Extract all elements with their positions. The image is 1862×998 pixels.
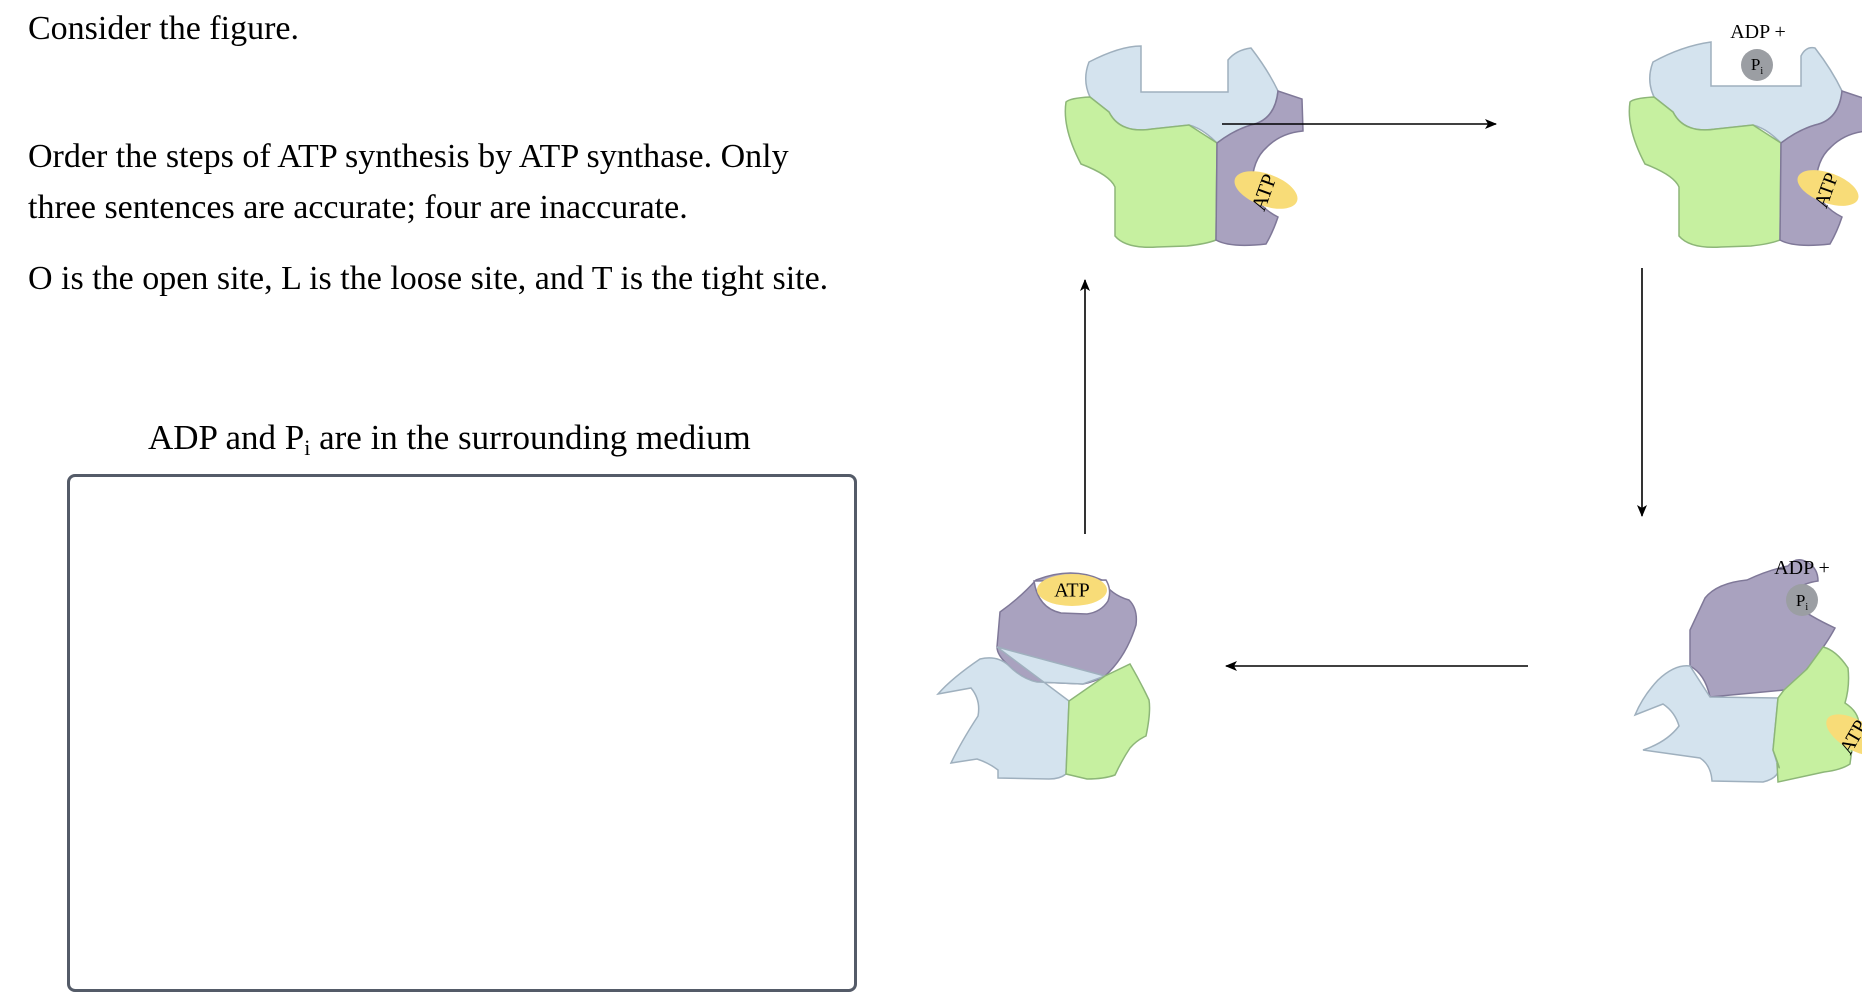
rotor-2-pi-text: P	[1751, 55, 1760, 74]
rotor-2: ATP ADP + Pi	[1628, 21, 1862, 249]
rotor-4: ATP	[936, 572, 1151, 780]
question-line-1: Order the steps of ATP synthesis by ATP …	[28, 138, 789, 175]
drop-zone-label-adp: ADP and P	[148, 418, 305, 457]
rotor-4-atp-label: ATP	[1054, 580, 1090, 602]
rotor-2-pi-subscript: i	[1760, 66, 1763, 77]
rotor-3-pi-subscript: i	[1805, 602, 1808, 613]
rotor-2-pi-label: Pi	[1751, 55, 1763, 77]
answer-drop-zone[interactable]	[67, 474, 857, 992]
rotor-4-tight-site	[936, 646, 1108, 780]
site-definition-text: O is the open site, L is the loose site,…	[28, 260, 829, 297]
rotor-1-tight-site	[1215, 89, 1304, 247]
rotor-3-pi-text: P	[1796, 591, 1805, 610]
rotor-3-loose-site	[1633, 665, 1780, 783]
rotor-2-pi-circle	[1741, 49, 1773, 81]
rotor-3-adp-plus-label: ADP +	[1774, 557, 1830, 579]
rotor-3-pi-circle	[1786, 584, 1818, 616]
rotor-2-atp-badge	[1797, 170, 1859, 206]
atp-synthase-cycle-figure: ATP ATP ADP + Pi ATP ADP + Pi ATP	[936, 21, 1862, 783]
rotor-2-adp-plus-label: ADP +	[1730, 21, 1786, 43]
drop-zone-label-rest: are in the surrounding medium	[310, 418, 751, 457]
rotor-3: ATP ADP + Pi	[1633, 557, 1862, 783]
drop-zone-label-subscript: i	[304, 435, 311, 460]
rotor-1-atp-badge	[1234, 171, 1298, 209]
drop-zone-label: ADP and Pi are in the surrounding medium	[148, 418, 751, 461]
rotor-3-pi-label: Pi	[1796, 591, 1808, 613]
intro-text: Consider the figure.	[28, 10, 299, 47]
rotor-3-atp-badge	[1826, 714, 1862, 756]
rotor-2-tight-site	[1628, 96, 1782, 249]
rotor-1-loose-site	[1064, 96, 1218, 249]
rotor-4-loose-site	[1065, 663, 1151, 780]
question-line-2: three sentences are accurate; four are i…	[28, 189, 688, 226]
rotor-1: ATP	[1064, 45, 1304, 249]
rotor-4-atp-badge	[1037, 574, 1107, 606]
rotor-2-open-site	[1779, 89, 1862, 247]
